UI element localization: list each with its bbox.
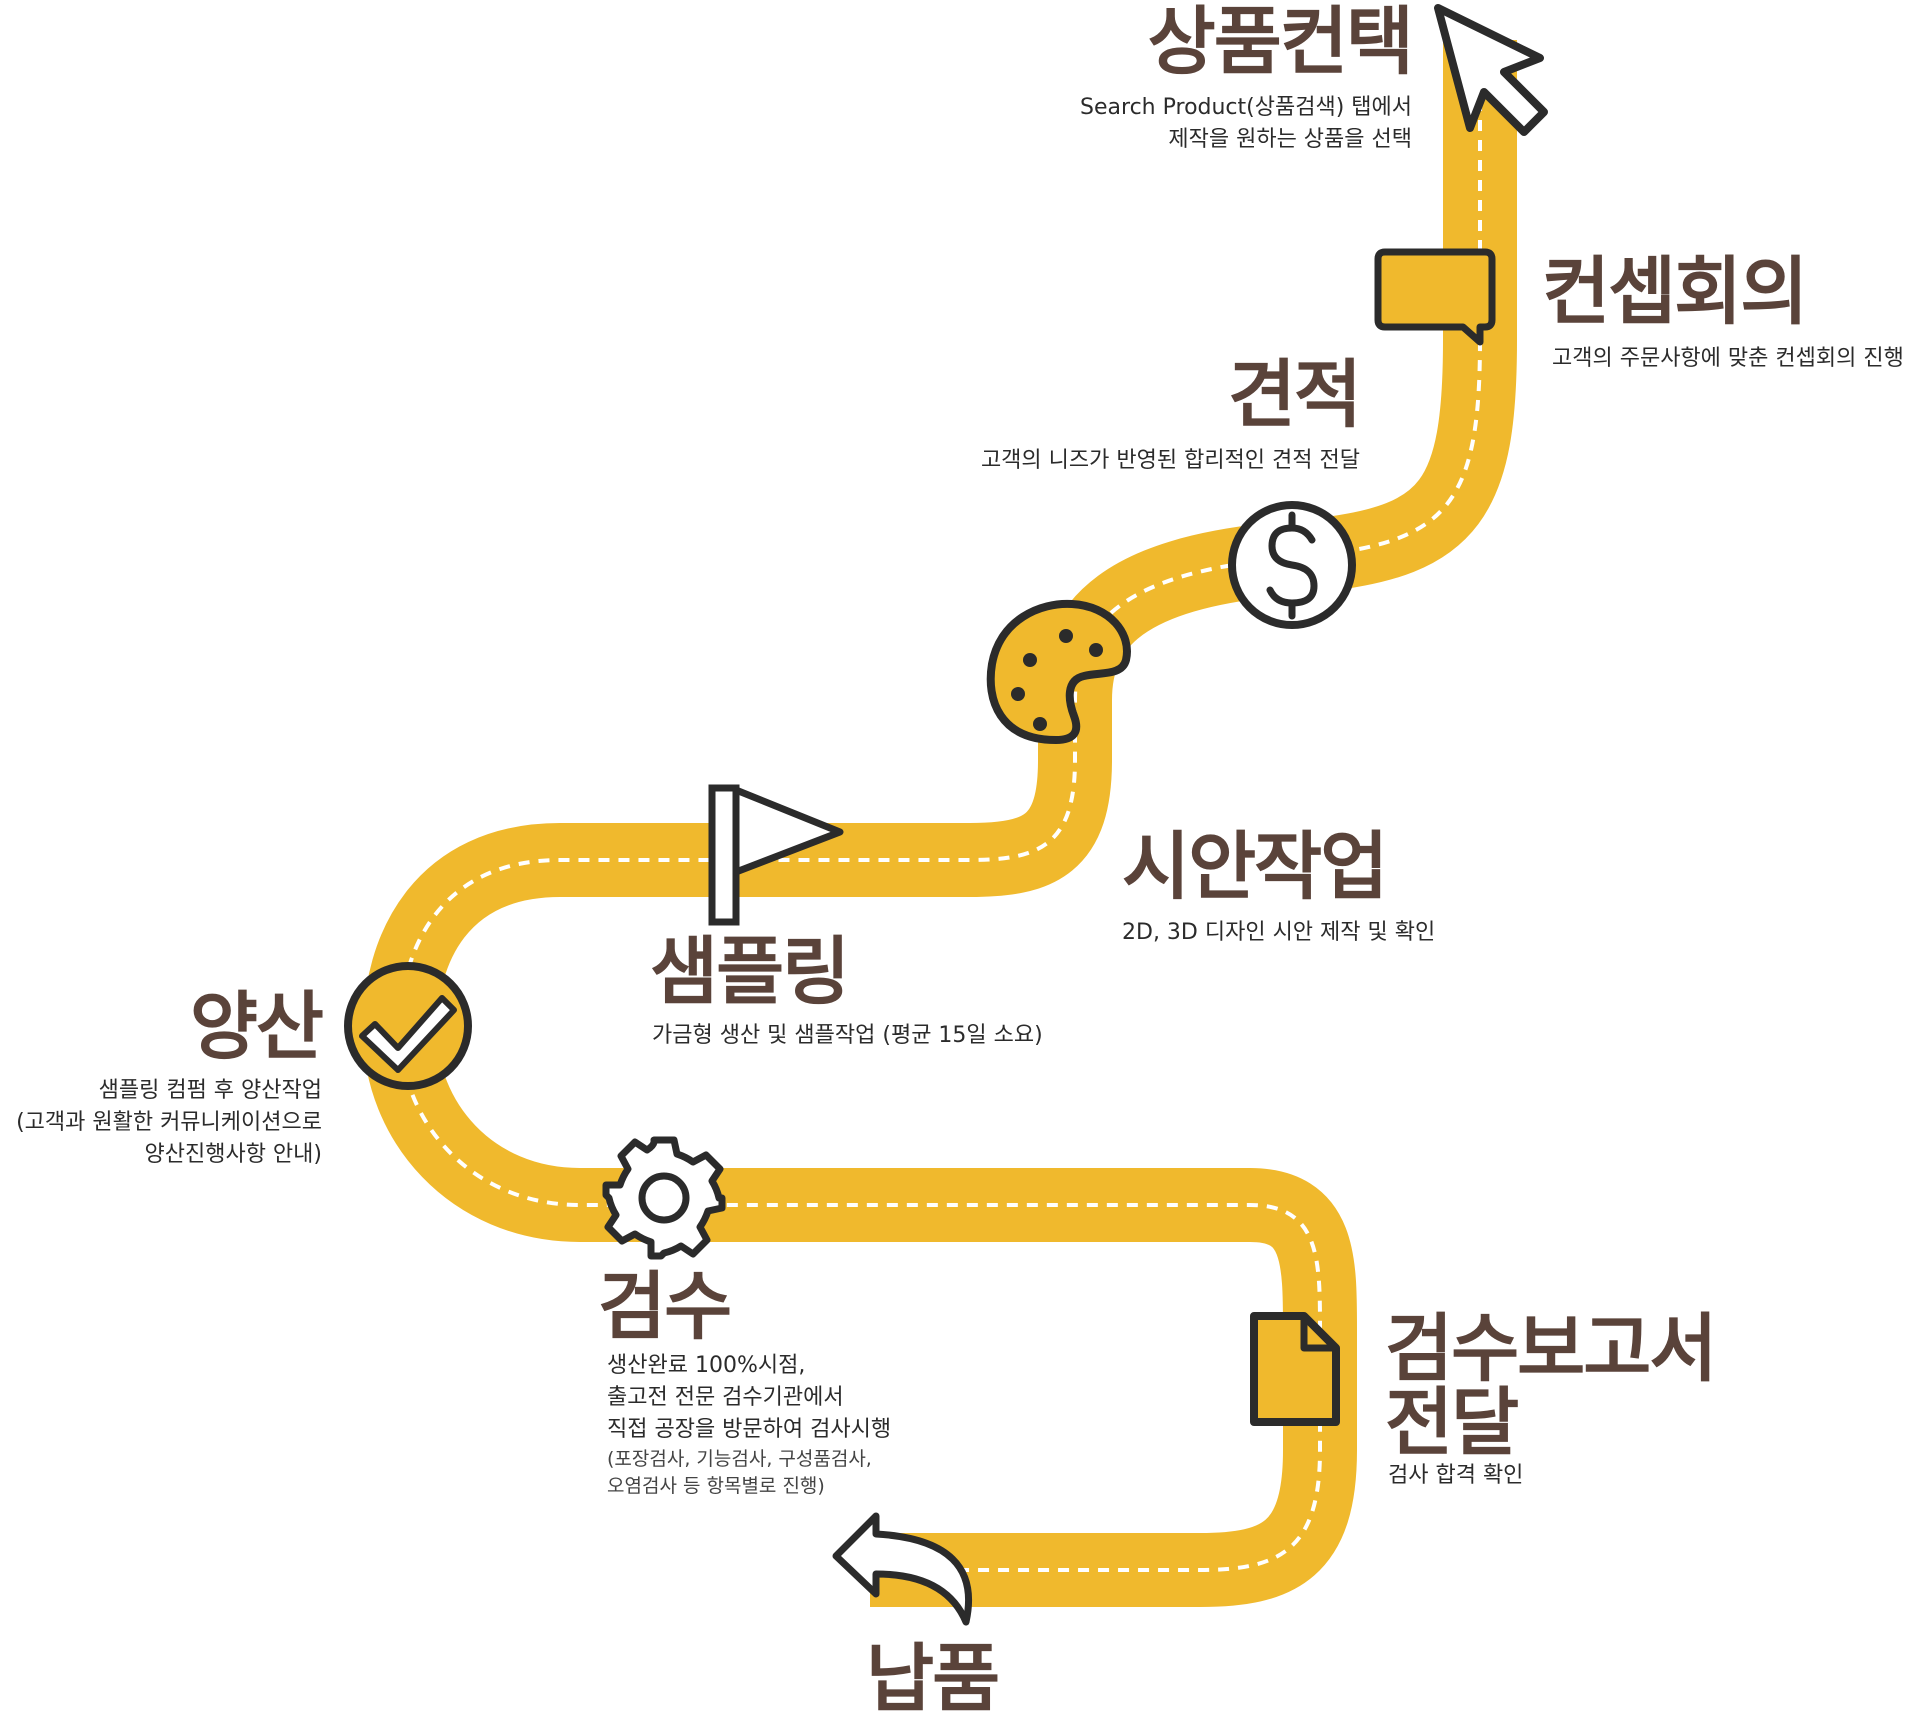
step-desc-inspection-report: 검사 합격 확인	[1388, 1460, 1523, 1492]
desc-line: 제작을 원하는 상품을 선택	[1168, 126, 1412, 152]
step-title-inspection: 검수	[598, 1264, 732, 1350]
desc-note-line: (포장검사, 기능검사, 구성품검사,	[607, 1447, 872, 1470]
palette-icon	[986, 599, 1131, 744]
step-title-concept-meeting: 컨셉회의	[1542, 249, 1808, 335]
step-title-sampling: 샘플링	[650, 929, 850, 1015]
step-desc-mass-production: 샘플링 컴펌 후 양산작업 (고객과 원활한 커뮤니케이션으로 양산진행사항 안…	[16, 1075, 322, 1171]
title-line: 검수보고서	[1385, 1306, 1717, 1392]
desc-line: 양산진행사항 안내)	[144, 1141, 323, 1167]
road-center-dashes	[397, 40, 1482, 1572]
desc-line: 고객의 니즈가 반영된 합리적인 견적 전달	[980, 448, 1360, 473]
step-title-delivery: 납품	[866, 1636, 1000, 1722]
gear-icon	[602, 1136, 726, 1260]
step-title-draft-design: 시안작업	[1122, 824, 1388, 910]
step-desc-sampling: 가금형 생산 및 샘플작업 (평균 15일 소요)	[652, 1020, 1043, 1052]
dollar-icon	[1228, 501, 1356, 629]
step-title-inspection-report: 검수보고서 전달	[1385, 1306, 1717, 1466]
document-icon	[1250, 1312, 1340, 1426]
step-desc-draft-design: 2D, 3D 디자인 시안 제작 및 확인	[1122, 917, 1435, 949]
step-desc-product-contact: Search Product(상품검색) 탭에서 제작을 원하는 상품을 선택	[1080, 92, 1412, 156]
desc-line: 2D, 3D 디자인 시안 제작 및 확인	[1122, 920, 1436, 945]
title-line: 전달	[1385, 1380, 1519, 1466]
step-desc-concept-meeting: 고객의 주문사항에 맞춘 컨셉회의 진행	[1552, 343, 1904, 375]
desc-line: 직접 공장을 방문하여 검사시행	[607, 1416, 892, 1442]
desc-line: 생산완료 100%시점,	[607, 1353, 806, 1378]
desc-line: 샘플링 컴펌 후 양산작업	[98, 1078, 322, 1103]
desc-note-line: 오염검사 등 항목별로 진행)	[607, 1475, 825, 1498]
desc-line: 가금형 생산 및 샘플작업 (평균 15일 소요)	[652, 1023, 1043, 1048]
desc-line: 고객의 주문사항에 맞춘 컨셉회의 진행	[1552, 346, 1904, 371]
check-icon	[344, 962, 472, 1090]
step-title-estimate: 견적	[1227, 352, 1362, 438]
flag-icon	[708, 784, 844, 926]
speech-bubble-icon	[1374, 248, 1496, 346]
return-arrow-icon	[832, 1512, 973, 1626]
desc-line: 검사 합격 확인	[1388, 1463, 1524, 1488]
desc-line: Search Product(상품검색) 탭에서	[1080, 95, 1412, 120]
step-desc-inspection: 생산완료 100%시점, 출고전 전문 검수기관에서 직접 공장을 방문하여 검…	[607, 1350, 891, 1501]
step-title-mass-production: 양산	[189, 984, 324, 1070]
cursor-icon	[1434, 4, 1548, 136]
step-title-product-contact: 상품컨택	[1147, 0, 1414, 85]
step-desc-estimate: 고객의 니즈가 반영된 합리적인 견적 전달	[981, 445, 1360, 477]
desc-line: (고객과 원활한 커뮤니케이션으로	[16, 1109, 322, 1135]
desc-line: 출고전 전문 검수기관에서	[607, 1384, 844, 1410]
